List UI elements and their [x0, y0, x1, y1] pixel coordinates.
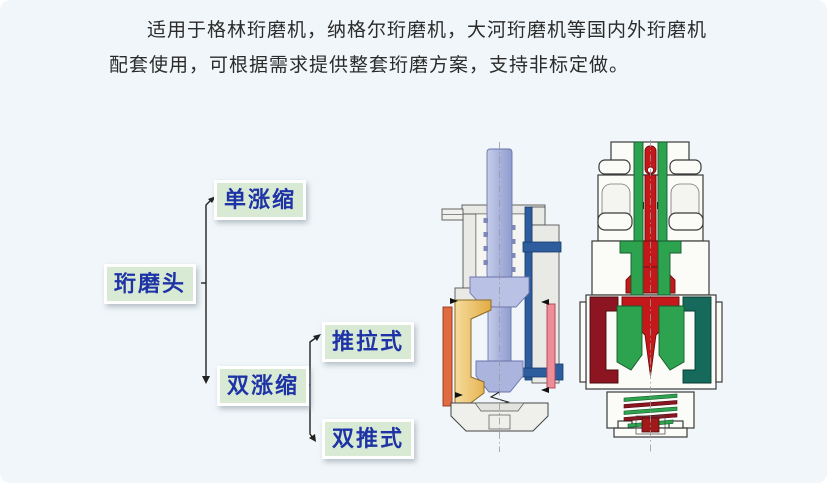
stone-block-dark-red — [589, 296, 619, 384]
green-sleeve — [616, 141, 685, 371]
green-wedge-left — [616, 305, 643, 371]
node-double-expansion: 双涨缩 — [217, 366, 310, 406]
single-expansion-honing-head-cross-section-icon — [441, 142, 564, 452]
expansion-cone — [454, 299, 492, 406]
arrowhead-to-pushpull — [313, 334, 321, 341]
leader-marks — [450, 298, 549, 398]
thread-marks — [483, 218, 516, 272]
intro-paragraph: 适用于格林珩磨机，纳格尔珩磨机，大河珩磨机等国内外珩磨机配套使用，可根据需求提供… — [109, 20, 708, 76]
double-expansion-honing-head-cross-section-icon — [579, 140, 723, 452]
arrowhead-to-doublepush — [309, 434, 316, 442]
node-honing-head: 珩磨头 — [104, 264, 197, 304]
green-wedge-right — [658, 305, 685, 371]
node-single-expansion: 单涨缩 — [214, 180, 307, 220]
honing-stone-right — [546, 303, 556, 389]
honing-stone-left — [442, 306, 453, 407]
arrowhead-to-double — [202, 376, 210, 384]
node-push-pull-type: 推拉式 — [322, 322, 415, 362]
node-double-push-type: 双推式 — [322, 419, 415, 459]
stone-block-teal — [682, 296, 712, 384]
